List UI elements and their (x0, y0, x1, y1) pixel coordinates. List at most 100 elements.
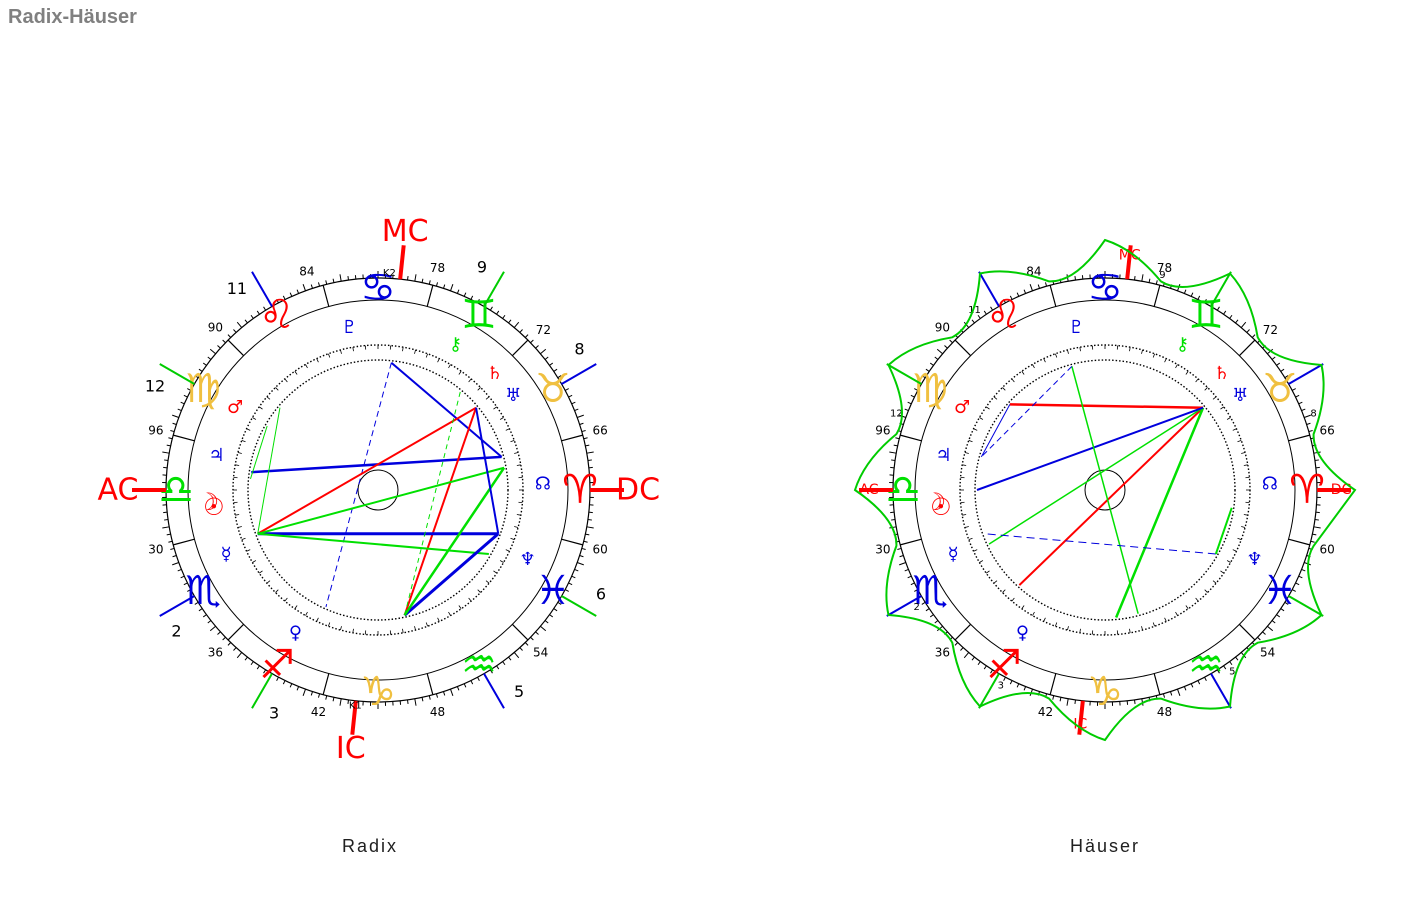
inner-tick (499, 560, 504, 563)
degree-tick (414, 698, 417, 706)
degree-tick (1246, 329, 1250, 333)
degree-tick (535, 345, 539, 349)
inner-tick (1243, 464, 1248, 466)
degree-tick (571, 575, 576, 579)
sign-boundary (1153, 673, 1161, 695)
inner-tick (1021, 605, 1025, 610)
house-number: 12 (145, 377, 165, 396)
house-number: 5 (1229, 666, 1235, 677)
degree-tick (256, 310, 260, 315)
zodiac-sign-icon: ♒ (1188, 642, 1224, 688)
degree-tick (1170, 691, 1173, 696)
degree-tick (172, 422, 177, 425)
degree-tick (564, 388, 569, 391)
age-label: 48 (1157, 705, 1172, 719)
degree-tick (207, 620, 212, 624)
degree-tick (325, 695, 328, 700)
degree-tick (1276, 362, 1281, 366)
pluto-icon: ♇ (341, 317, 357, 338)
house-number: 12 (890, 409, 903, 420)
sign-boundary (954, 339, 972, 357)
degree-tick (470, 295, 474, 300)
age-label: 84 (299, 264, 314, 278)
imum-coeli-label: IC (1073, 717, 1087, 733)
inner-tick (485, 396, 490, 400)
degree-tick (910, 582, 915, 586)
inner-tick (477, 589, 481, 593)
inner-tick (1011, 378, 1015, 383)
degree-tick (1257, 636, 1261, 641)
degree-tick (1280, 368, 1285, 372)
inner-tick (499, 417, 504, 420)
inner-tick (352, 628, 354, 633)
degree-tick (579, 422, 584, 425)
inner-tick (241, 440, 246, 443)
degree-tick (177, 408, 182, 412)
degree-tick (180, 575, 185, 579)
node-icon: ☊ (1262, 474, 1278, 495)
aspect-line (1115, 407, 1205, 618)
degree-tick (317, 282, 321, 287)
house-cusp (886, 363, 922, 385)
degree-tick (296, 686, 300, 691)
neptune-icon: ♆ (519, 549, 535, 570)
degree-tick (571, 401, 576, 405)
degree-tick (921, 601, 926, 605)
aspect-line (475, 407, 500, 534)
degree-tick (250, 314, 254, 319)
sign-boundary (561, 434, 583, 442)
age-label: 96 (875, 423, 890, 437)
neptune-icon: ♆ (1246, 549, 1262, 570)
degree-tick (1155, 280, 1158, 285)
inner-tick (414, 349, 416, 354)
degree-tick (944, 345, 948, 349)
inner-tick (1204, 589, 1208, 593)
zodiac-sign-icon: ♒ (461, 642, 497, 688)
degree-tick (549, 614, 554, 618)
degree-tick (914, 589, 919, 592)
inner-tick (468, 378, 472, 383)
degree-tick (586, 526, 594, 529)
degree-tick (1284, 601, 1289, 605)
inner-tick (258, 570, 263, 574)
degree-tick (583, 437, 588, 440)
degree-tick (443, 284, 446, 289)
age-label: 60 (593, 543, 608, 557)
degree-tick (276, 299, 279, 304)
degree-tick (553, 608, 558, 612)
zodiac-sign-icon: ♌ (259, 292, 295, 338)
age-label: 36 (208, 646, 223, 660)
degree-tick (519, 329, 523, 333)
inner-tick (1152, 622, 1155, 627)
degree-tick (1251, 334, 1256, 338)
degree-tick (524, 642, 529, 646)
degree-tick (587, 519, 592, 521)
degree-tick (477, 299, 480, 304)
degree-tick (1298, 575, 1303, 579)
degree-tick (502, 314, 506, 319)
inner-tick (964, 526, 969, 528)
sign-boundary (954, 623, 972, 641)
aspect-line (984, 533, 1216, 555)
descendant-label: DC (1331, 482, 1352, 498)
house-cusp (159, 595, 195, 617)
degree-tick (236, 321, 243, 328)
house-cusp (978, 271, 1000, 307)
inner-tick (968, 537, 973, 540)
degree-tick (435, 282, 439, 287)
degree-tick (581, 429, 586, 433)
degree-tick (907, 575, 912, 579)
zodiac-sign-icon: ♏ (912, 568, 948, 614)
degree-tick (535, 631, 539, 635)
inner-tick (340, 349, 342, 354)
degree-tick (1204, 676, 1207, 681)
sign-boundary (1288, 434, 1310, 442)
degree-tick (450, 284, 454, 291)
degree-tick (166, 533, 171, 536)
sign-boundary (1153, 285, 1161, 307)
degree-tick (332, 278, 335, 283)
age-label: 78 (1157, 261, 1172, 275)
inner-tick (284, 597, 288, 602)
degree-tick (540, 348, 547, 355)
